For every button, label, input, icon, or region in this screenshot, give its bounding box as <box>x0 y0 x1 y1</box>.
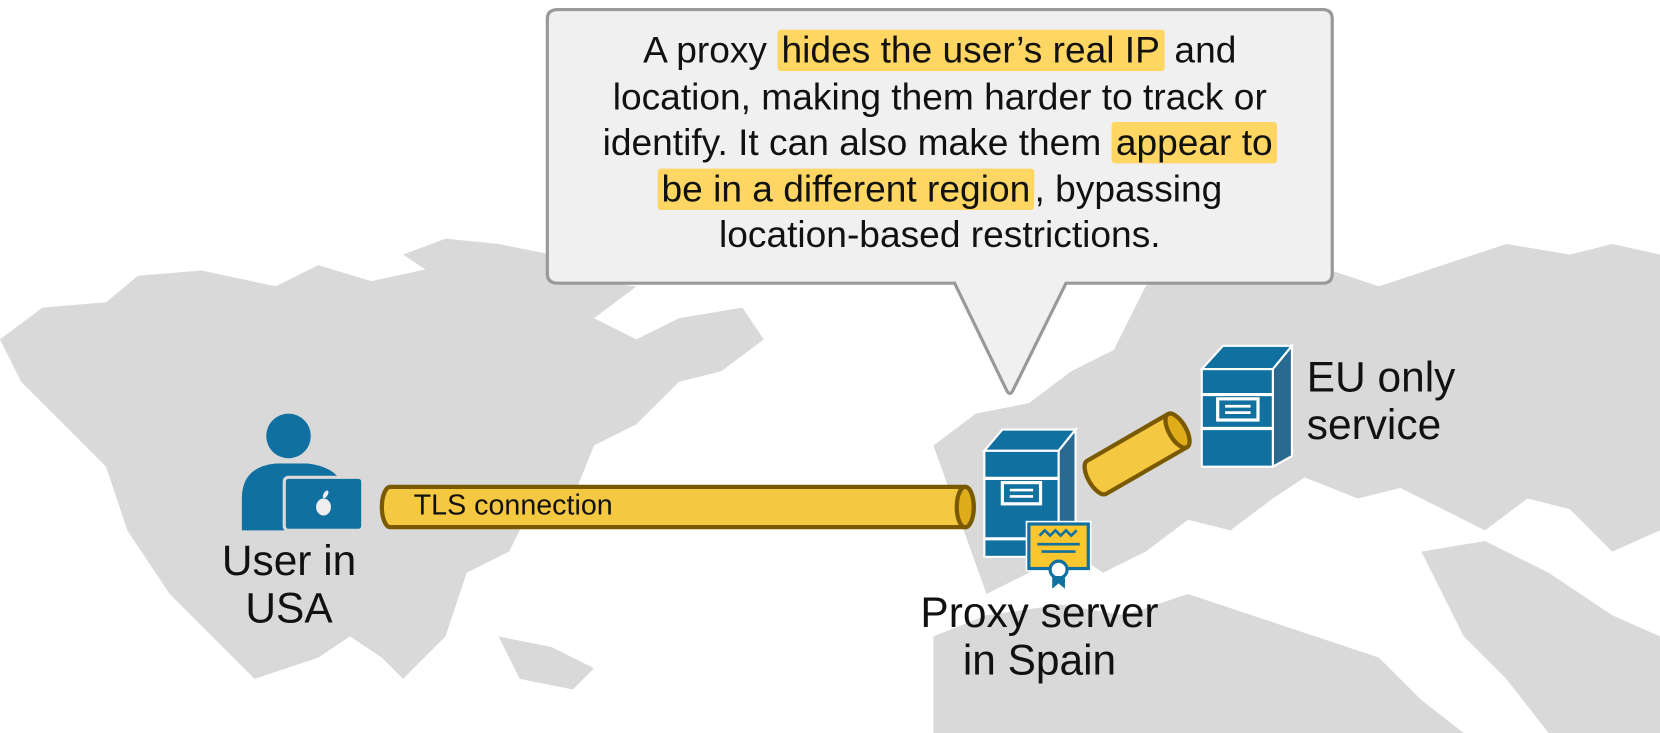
callout-line: be in a different region, bypassing <box>552 166 1328 212</box>
eu-service-server-icon <box>1199 342 1295 469</box>
map-greenland <box>403 238 637 319</box>
callout-text-segment: and <box>1164 29 1237 72</box>
callout-line: A proxy hides the user’s real IP and <box>552 28 1328 74</box>
highlighted-text: be in a different region <box>657 168 1035 209</box>
highlighted-text: appear to <box>1111 121 1277 164</box>
proxy-label-line2: in Spain <box>962 637 1117 685</box>
map-africa <box>933 593 1464 733</box>
map-europe <box>933 243 1660 594</box>
callout-line: identify. It can also make them appear t… <box>552 120 1328 166</box>
certificate-icon <box>1025 520 1092 589</box>
tls-connection-label: TLS connection <box>413 488 613 521</box>
callout-text-segment: location, making them harder to track or <box>612 75 1267 118</box>
highlighted-text: hides the user’s real IP <box>777 29 1165 72</box>
user-label-line1: User in <box>221 537 357 585</box>
tls-pipe-short <box>1082 411 1192 497</box>
service-label: EU only service <box>1307 354 1456 449</box>
callout-text-segment: location-based restrictions. <box>718 214 1161 256</box>
callout-text-segment: A proxy <box>643 29 778 72</box>
callout-line: location, making them harder to track or <box>552 74 1328 120</box>
service-label-line2: service <box>1306 402 1442 449</box>
service-label-line1: EU only <box>1306 354 1456 401</box>
tls-pipe-long <box>379 484 976 530</box>
callout-line: location-based restrictions. <box>552 212 1328 258</box>
map-north-america <box>0 265 764 679</box>
callout-text-segment: , bypassing <box>1034 168 1223 210</box>
callout-text-segment: identify. It can also make them <box>602 121 1112 164</box>
map-middle-east <box>1421 540 1660 733</box>
proxy-label-line1: Proxy server <box>920 589 1159 637</box>
user-laptop-icon <box>241 413 365 532</box>
user-label: User in USA <box>191 538 387 633</box>
apple-logo-icon <box>316 490 331 516</box>
proxy-label: Proxy server in Spain <box>880 590 1198 685</box>
map-caribbean <box>498 636 594 690</box>
user-label-line2: USA <box>245 585 333 633</box>
